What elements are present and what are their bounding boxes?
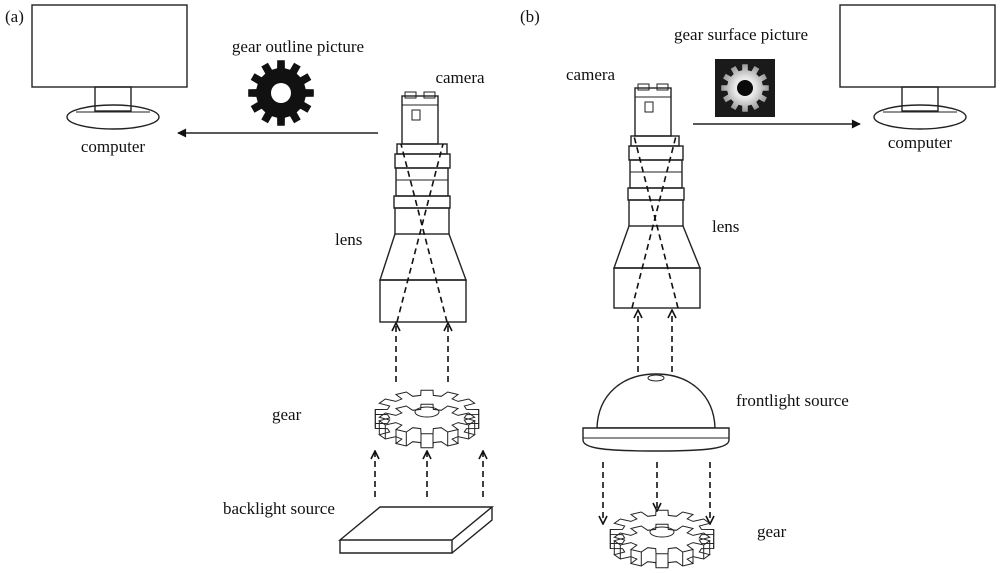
panel-a: (a) computer gear outline picture camera	[5, 4, 494, 554]
computer-a-icon	[31, 4, 188, 130]
gear-outline-picture-icon	[248, 60, 314, 126]
picture-b-label: gear surface picture	[674, 25, 808, 44]
camera-a-label: camera	[435, 68, 485, 87]
computer-b-icon	[839, 4, 996, 130]
camera-b-label: camera	[566, 65, 616, 84]
backlight-plate-icon	[338, 506, 494, 554]
gear-b-label: gear	[757, 522, 787, 541]
panel-b: (b) computer gear surface picture camera	[520, 4, 996, 569]
frontlight-dome-icon	[582, 373, 730, 452]
camera-lens-b-icon	[613, 83, 702, 309]
panel-a-tag: (a)	[5, 7, 24, 26]
gear-a-icon	[374, 389, 480, 449]
lens-b-label: lens	[712, 217, 739, 236]
picture-a-label: gear outline picture	[232, 37, 364, 56]
light-a-label: backlight source	[223, 499, 335, 518]
light-b-label: frontlight source	[736, 391, 849, 410]
gear-surface-picture-icon	[715, 59, 775, 117]
camera-lens-a-icon	[379, 91, 468, 323]
computer-b-label: computer	[888, 133, 953, 152]
gear-b-icon	[609, 509, 715, 569]
lens-a-label: lens	[335, 230, 362, 249]
computer-a-label: computer	[81, 137, 146, 156]
gear-a-label: gear	[272, 405, 302, 424]
panel-b-tag: (b)	[520, 7, 540, 26]
